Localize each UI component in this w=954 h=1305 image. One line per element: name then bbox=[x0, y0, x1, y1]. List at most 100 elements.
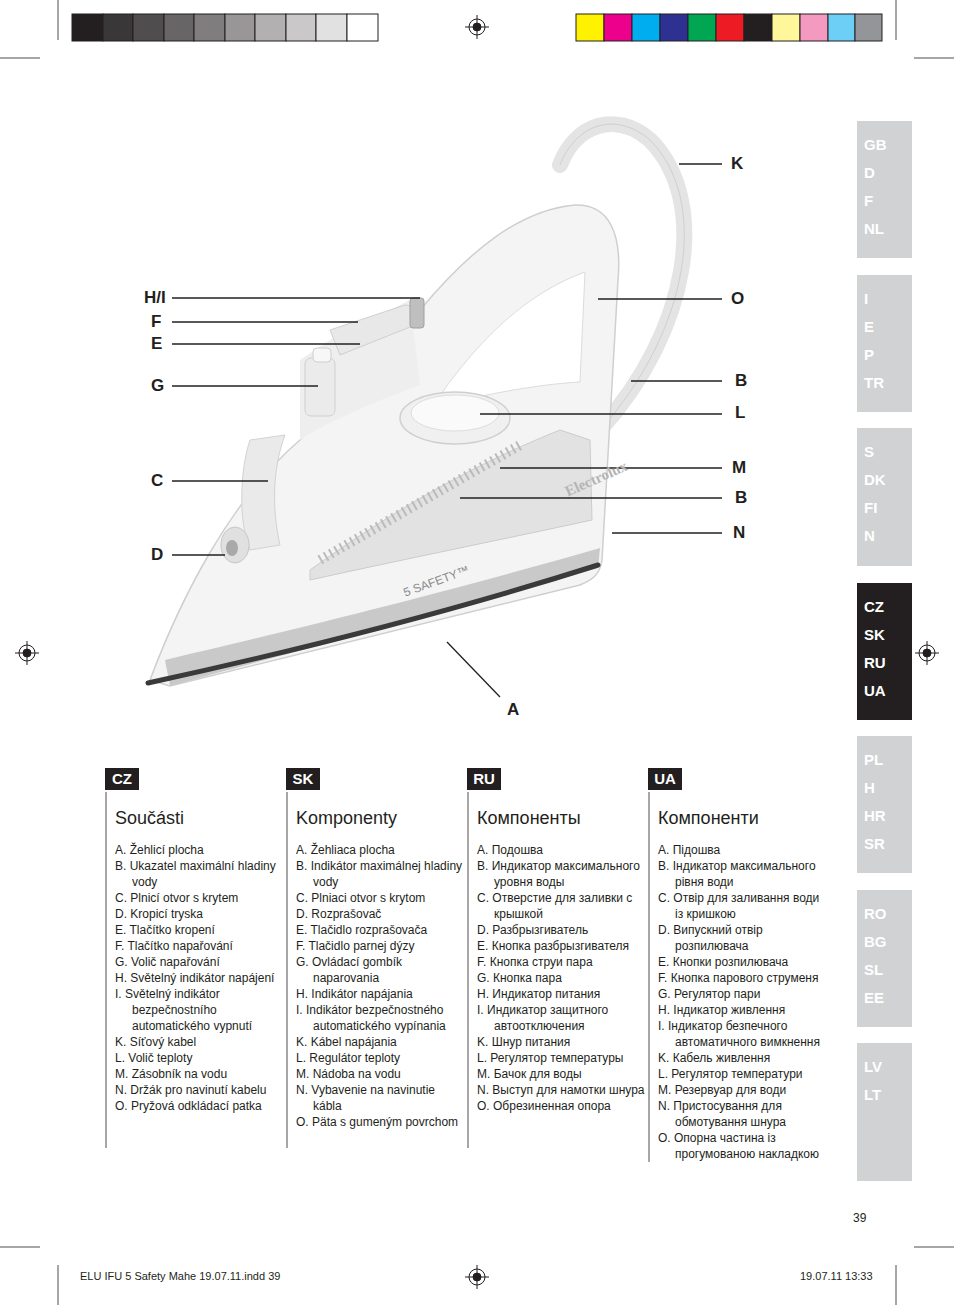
component-item: K. Kábel napájania bbox=[296, 1034, 464, 1050]
component-item: F. Tlačidlo parnej dýzy bbox=[296, 938, 464, 954]
component-item: O. Обрезиненная опора bbox=[477, 1098, 645, 1114]
component-item: O. Опорна частина із прогумованою наклад… bbox=[658, 1130, 826, 1162]
component-item: M. Nádoba na vodu bbox=[296, 1066, 464, 1082]
component-item: H. Індикатор живлення bbox=[658, 1002, 826, 1018]
language-code: DK bbox=[864, 466, 912, 494]
component-item: G. Ovládací gombík naparovania bbox=[296, 954, 464, 986]
component-item: D. Випускний отвір розпилювача bbox=[658, 922, 826, 954]
component-item: M. Резервуар для води bbox=[658, 1082, 826, 1098]
language-code: F bbox=[864, 187, 912, 215]
component-item: A. Підошва bbox=[658, 842, 826, 858]
callout-letter: E bbox=[151, 334, 162, 354]
language-code: SL bbox=[864, 956, 912, 984]
component-item: F. Кнопка парового струменя bbox=[658, 970, 826, 986]
language-code: TR bbox=[864, 369, 912, 397]
print-date: 19.07.11 13:33 bbox=[800, 1270, 873, 1282]
language-tab: CZSKRUUA bbox=[857, 583, 912, 720]
leader-lines bbox=[172, 164, 722, 697]
component-item: N. Vybavenie na navinutie kábla bbox=[296, 1082, 464, 1114]
page-number: 39 bbox=[853, 1211, 866, 1225]
language-code: RO bbox=[864, 900, 912, 928]
callout-letter: B bbox=[735, 488, 747, 508]
section-heading: Součásti bbox=[115, 808, 184, 829]
component-item: C. Отверстие для заливки с крышкой bbox=[477, 890, 645, 922]
component-item: L. Регулятор температуры bbox=[477, 1050, 645, 1066]
component-item: G. Регулятор пари bbox=[658, 986, 826, 1002]
product-mark: 5 SAFETY™ bbox=[402, 563, 471, 600]
language-tab: PLHHRSR bbox=[857, 736, 912, 873]
section-heading: Komponenty bbox=[296, 808, 397, 829]
component-item: E. Tlačidlo rozprašovača bbox=[296, 922, 464, 938]
component-item: D. Разбрызгиватель bbox=[477, 922, 645, 938]
language-code: RU bbox=[864, 649, 912, 677]
component-item: L. Регулятор температури bbox=[658, 1066, 826, 1082]
language-code: UA bbox=[864, 677, 912, 705]
component-item: F. Кнопка струи пара bbox=[477, 954, 645, 970]
callout-letter: M bbox=[732, 458, 746, 478]
language-badge: RU bbox=[467, 768, 501, 790]
component-list: A. ПідошваB. Індикатор максимального рів… bbox=[658, 842, 826, 1162]
component-item: K. Síťový kabel bbox=[115, 1034, 283, 1050]
callout-letter: H/I bbox=[144, 288, 166, 308]
language-code: S bbox=[864, 438, 912, 466]
component-item: O. Päta s gumeným povrchom bbox=[296, 1114, 464, 1130]
language-code: HR bbox=[864, 802, 912, 830]
component-list: A. Žehlicí plochaB. Ukazatel maximální h… bbox=[115, 842, 283, 1114]
section-heading: Компоненти bbox=[658, 808, 759, 829]
component-item: H. Индикатор питания bbox=[477, 986, 645, 1002]
component-item: L. Regulátor teploty bbox=[296, 1050, 464, 1066]
callout-letter: B bbox=[735, 371, 747, 391]
component-item: E. Кнопка разбрызгивателя bbox=[477, 938, 645, 954]
language-code: RU bbox=[473, 770, 495, 787]
callout-letter: C bbox=[151, 471, 163, 491]
component-item: G. Кнопка пара bbox=[477, 970, 645, 986]
callout-letter: F bbox=[151, 312, 161, 332]
callout-letter: L bbox=[735, 403, 745, 423]
language-code: EE bbox=[864, 984, 912, 1012]
language-code: LT bbox=[864, 1081, 912, 1109]
component-item: H. Světelný indikátor napájení bbox=[115, 970, 283, 986]
grey-scale-bar bbox=[72, 14, 378, 41]
component-item: B. Indikátor maximálnej hladiny vody bbox=[296, 858, 464, 890]
section-heading: Компоненты bbox=[477, 808, 581, 829]
component-item: I. Індикатор безпечного автоматичного ви… bbox=[658, 1018, 826, 1050]
component-item: O. Pryžová odkládací patka bbox=[115, 1098, 283, 1114]
component-item: C. Отвір для заливання води із кришкою bbox=[658, 890, 826, 922]
language-tab: SDKFIN bbox=[857, 428, 912, 566]
component-item: F. Tlačítko napařování bbox=[115, 938, 283, 954]
language-code: CZ bbox=[112, 770, 132, 787]
callout-letter: O bbox=[731, 289, 744, 309]
component-item: N. Выступ для намотки шнура bbox=[477, 1082, 645, 1098]
language-code: GB bbox=[864, 131, 912, 159]
language-code: FI bbox=[864, 494, 912, 522]
component-item: M. Zásobník na vodu bbox=[115, 1066, 283, 1082]
component-item: B. Индикатор максимального уровня воды bbox=[477, 858, 645, 890]
component-item: E. Кнопки розпилювача bbox=[658, 954, 826, 970]
component-item: A. Подошва bbox=[477, 842, 645, 858]
component-item: A. Žehlicí plocha bbox=[115, 842, 283, 858]
language-code: P bbox=[864, 341, 912, 369]
language-badge: CZ bbox=[105, 768, 139, 790]
language-code: CZ bbox=[864, 593, 912, 621]
component-item: E. Tlačítko kropení bbox=[115, 922, 283, 938]
callout-letter: D bbox=[151, 545, 163, 565]
component-item: D. Kropicí tryska bbox=[115, 906, 283, 922]
language-code: N bbox=[864, 522, 912, 550]
language-badge: SK bbox=[286, 768, 320, 790]
language-tab: GBDFNL bbox=[857, 121, 912, 258]
language-code: LV bbox=[864, 1053, 912, 1081]
component-item: B. Індикатор максимального рівня води bbox=[658, 858, 826, 890]
registration-marks bbox=[15, 15, 939, 1289]
callout-letter: G bbox=[151, 376, 164, 396]
iron-illustration bbox=[148, 124, 684, 686]
language-code: SK bbox=[864, 621, 912, 649]
callout-letter: N bbox=[733, 523, 745, 543]
language-tab: IEPTR bbox=[857, 275, 912, 412]
brand-mark: Electrolux bbox=[563, 458, 631, 501]
column-rules bbox=[106, 792, 649, 1162]
component-item: D. Rozprašovač bbox=[296, 906, 464, 922]
component-item: A. Žehliaca plocha bbox=[296, 842, 464, 858]
language-code: SR bbox=[864, 830, 912, 858]
